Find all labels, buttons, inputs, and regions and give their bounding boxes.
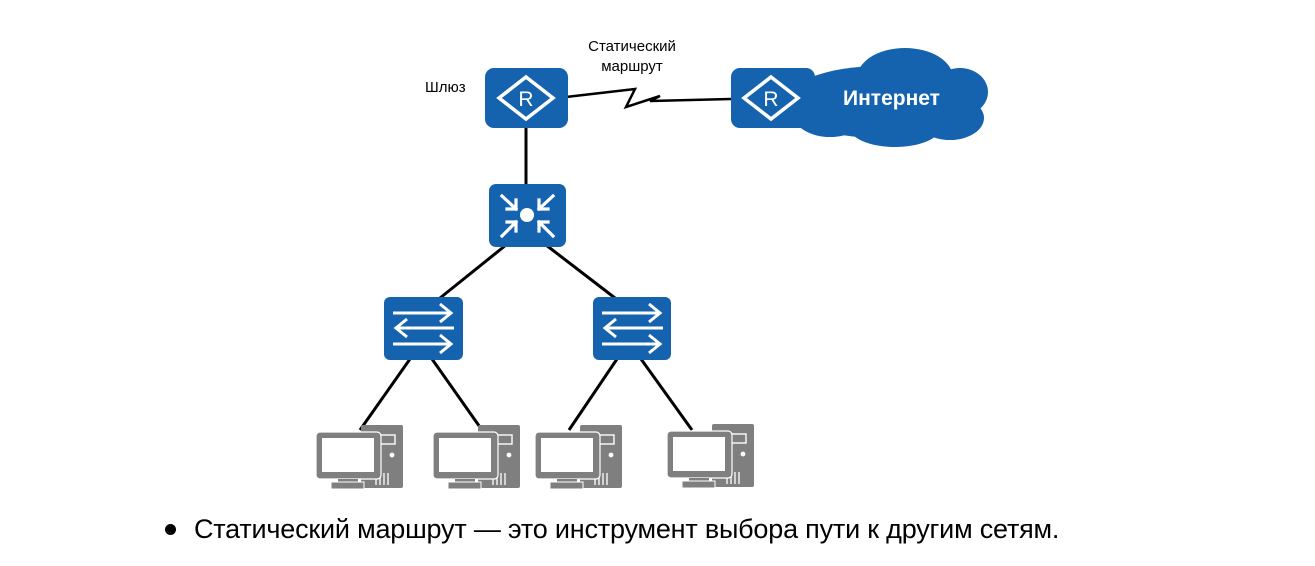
core-switch[interactable]	[489, 184, 566, 247]
serial-link-static-route	[565, 87, 732, 110]
access-switch-right[interactable]	[593, 297, 671, 360]
l3-switch-icon	[499, 193, 556, 239]
static-route-label-line1: Статический	[588, 38, 676, 55]
router-icon	[496, 74, 556, 122]
link-access-right-pc4	[639, 358, 694, 431]
internet-cloud	[785, 48, 988, 147]
link-core-access-left	[439, 243, 507, 300]
router-icon	[741, 74, 801, 122]
pc-3[interactable]	[534, 424, 623, 490]
isp-router[interactable]: R	[731, 68, 815, 128]
static-route-label: Статический маршрут	[580, 37, 684, 77]
links	[358, 87, 732, 431]
bullet-icon	[165, 524, 176, 535]
link-access-right-pc3	[567, 358, 619, 431]
internet-label: Интернет	[843, 87, 940, 110]
gateway-router[interactable]: R	[485, 68, 568, 128]
static-route-label-line2: маршрут	[601, 58, 663, 75]
link-access-left-pc2	[430, 358, 484, 431]
caption-bullet: Статический маршрут — это инструмент выб…	[165, 514, 1059, 545]
caption-text: Статический маршрут — это инструмент выб…	[194, 514, 1060, 544]
pc-1[interactable]	[315, 424, 404, 490]
gateway-label: Шлюз	[425, 79, 466, 96]
access-switch-left[interactable]	[384, 297, 463, 360]
l2-switch-icon	[602, 302, 663, 355]
pc-4[interactable]	[666, 423, 755, 489]
l2-switch-icon	[393, 302, 454, 355]
svg-text:R: R	[518, 88, 533, 111]
svg-text:R: R	[763, 88, 778, 111]
link-core-access-right	[545, 243, 616, 300]
link-access-left-pc1	[358, 358, 412, 431]
pc-2[interactable]	[432, 424, 521, 490]
